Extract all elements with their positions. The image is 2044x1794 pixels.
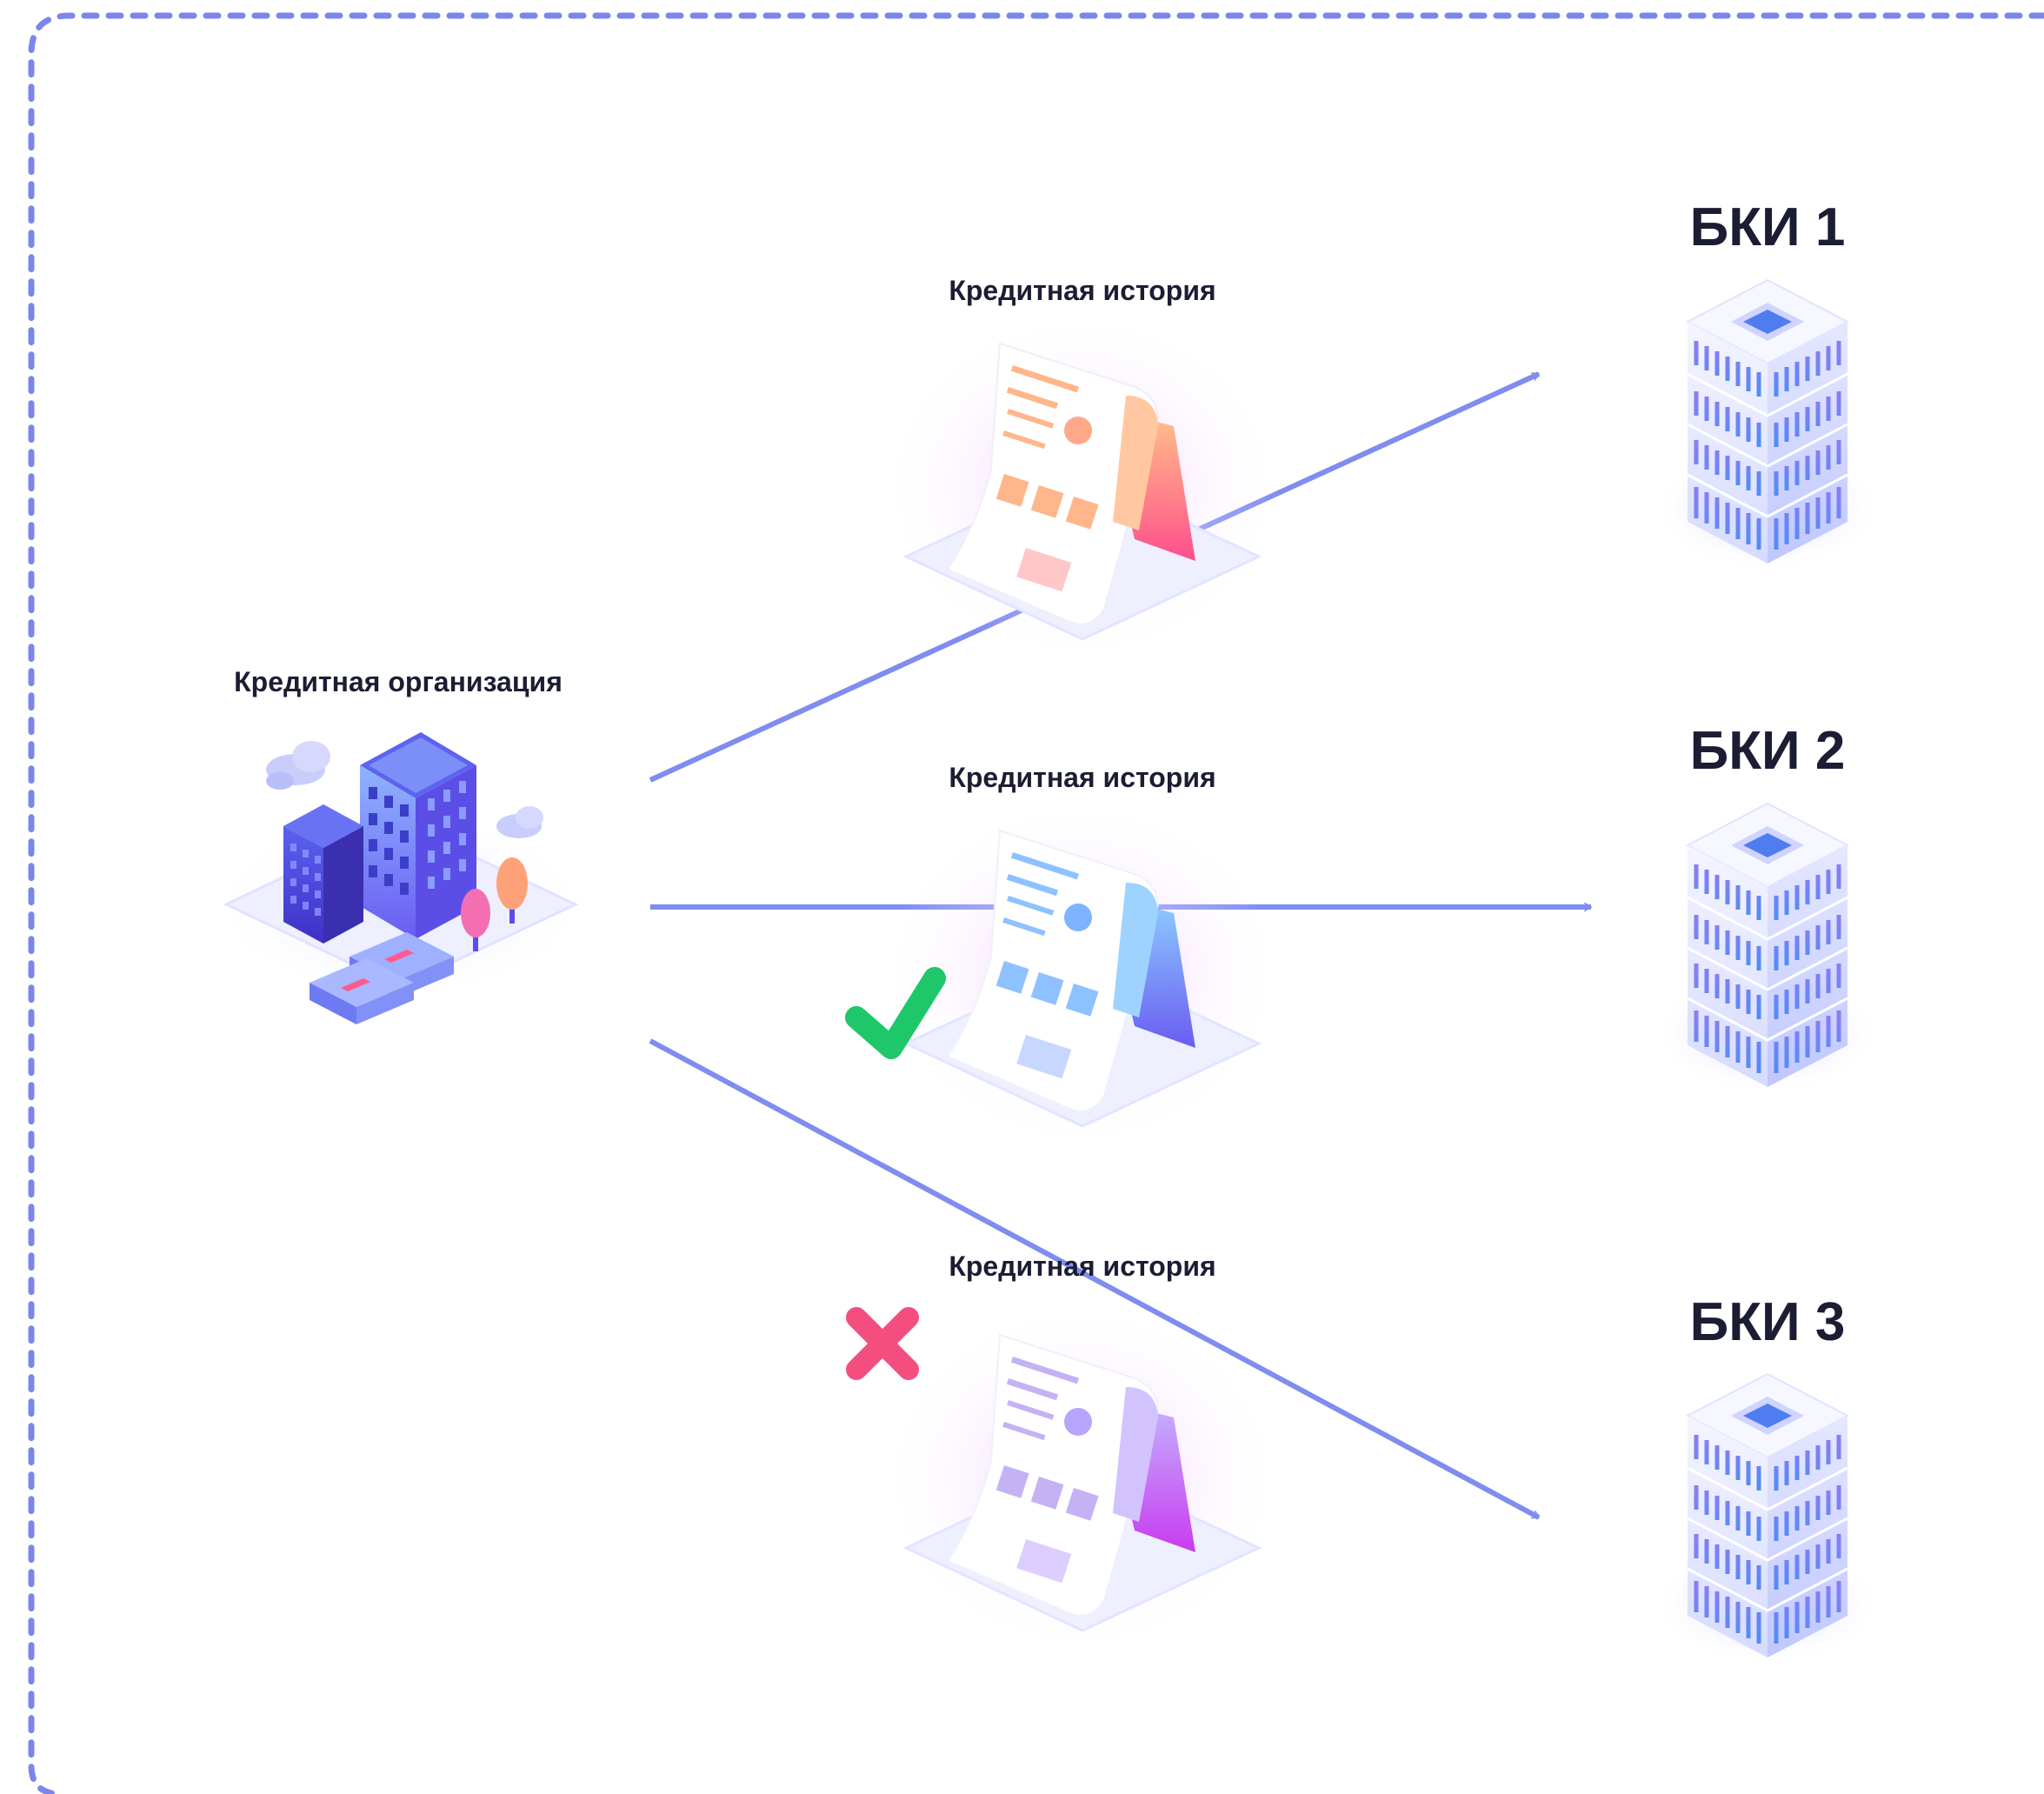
- money-stack-icon: [310, 958, 414, 1024]
- city-illustration: [209, 732, 591, 1024]
- checkmark-icon: [845, 967, 946, 1059]
- bureau-label: БКИ 1: [1690, 197, 1846, 257]
- office-building-tall: [360, 732, 476, 939]
- credit-history-document-2: Кредитная история: [845, 762, 1282, 1148]
- server-tower-icon: [1655, 802, 1881, 1093]
- bureau-label: БКИ 3: [1690, 1292, 1846, 1352]
- bureau-1: БКИ 1: [1655, 197, 1881, 570]
- server-tower-icon: [1655, 278, 1881, 570]
- server-tower-icon: [1655, 1372, 1881, 1664]
- document-label: Кредитная история: [949, 1250, 1215, 1282]
- credit-organization-node: Кредитная организация: [209, 666, 591, 1024]
- credit-history-document-1: Кредитная история: [882, 275, 1282, 661]
- document-icon: [946, 829, 1195, 1112]
- document-label: Кредитная история: [949, 275, 1215, 306]
- tree-icon: [496, 857, 528, 924]
- cross-icon: [846, 1307, 919, 1380]
- cloud-icon: [496, 806, 543, 838]
- bureau-label: БКИ 2: [1690, 721, 1846, 781]
- document-label: Кредитная история: [949, 762, 1215, 793]
- tree-icon: [461, 889, 490, 951]
- credit-history-document-3: Кредитная история: [846, 1250, 1282, 1652]
- arrow-to-bki-3: [649, 1038, 1541, 1520]
- document-icon: [946, 342, 1195, 625]
- document-icon: [946, 1333, 1195, 1617]
- dashed-frame: [28, 12, 2044, 1794]
- bureau-3: БКИ 3: [1655, 1292, 1881, 1664]
- office-building-short: [283, 804, 363, 944]
- bureau-2: БКИ 2: [1655, 721, 1881, 1093]
- cloud-icon: [266, 741, 330, 790]
- credit-organization-label: Кредитная организация: [234, 666, 563, 697]
